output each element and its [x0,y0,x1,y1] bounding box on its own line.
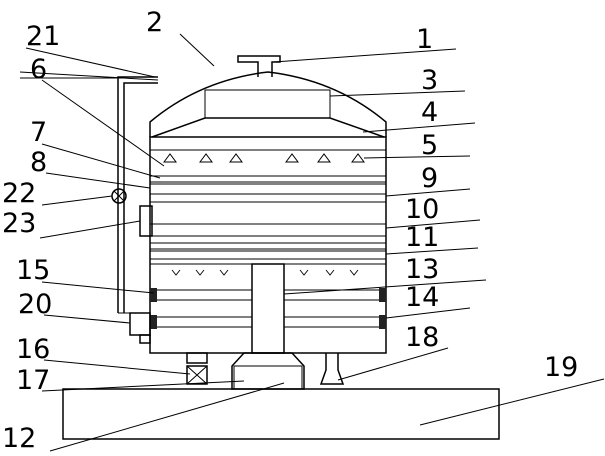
label-11: 11 [405,222,439,253]
fan-housing [231,352,305,390]
label-8: 8 [30,147,47,178]
label-3: 3 [421,65,438,96]
label-1: 1 [416,24,433,55]
label-4: 4 [421,97,438,128]
label-10: 10 [405,194,439,225]
pump-box [129,312,151,336]
label-6: 6 [30,54,47,85]
label-17: 17 [16,365,50,396]
label-15: 15 [16,255,50,286]
valve-cross-icon [186,365,208,385]
packing-layer-11b [149,250,387,260]
heater-bar-upper-right [283,289,383,301]
pump-port [139,334,151,344]
heater-end-cap [379,288,386,302]
label-12: 12 [2,423,36,454]
outlet-leg [319,353,345,385]
central-column [251,263,285,354]
label-13: 13 [405,254,439,285]
heater-bar-upper-left [153,289,253,301]
packing-layer-11 [149,242,387,250]
spray-nozzles-lower [171,269,359,276]
recirculation-pipe [117,76,158,313]
label-2: 2 [146,7,163,38]
heater-end-cap [150,288,157,302]
heater-bar-lower-left [153,316,253,328]
inner-cone [151,117,385,138]
gauge-cross [113,190,125,202]
label-21: 21 [26,21,60,52]
heater-bar-lower-right [283,316,383,328]
base-platform [62,388,500,440]
label-18: 18 [405,322,439,353]
label-5: 5 [421,130,438,161]
valve-body [186,365,208,385]
packing-layer-8 [149,183,387,195]
heater-end-cap [379,315,386,329]
valve-leg-top [186,352,208,364]
outlet-pipe [237,55,281,77]
label-19: 19 [544,352,578,383]
label-16: 16 [16,334,50,365]
label-22: 22 [2,178,36,209]
label-23: 23 [2,208,36,239]
label-20: 20 [18,289,52,320]
fan-grille [233,365,303,390]
label-14: 14 [405,282,439,313]
packing-layer-7 [149,175,387,183]
tower-dome [149,71,387,137]
packing-layer-10 [149,223,387,237]
demister-block [204,89,331,119]
leader-lines [19,33,605,452]
label-9: 9 [421,163,438,194]
heater-end-cap [150,315,157,329]
spray-nozzles-upper [163,153,365,163]
packing-layer-9 [149,201,387,225]
tower-body [149,136,387,354]
label-7: 7 [30,117,47,148]
